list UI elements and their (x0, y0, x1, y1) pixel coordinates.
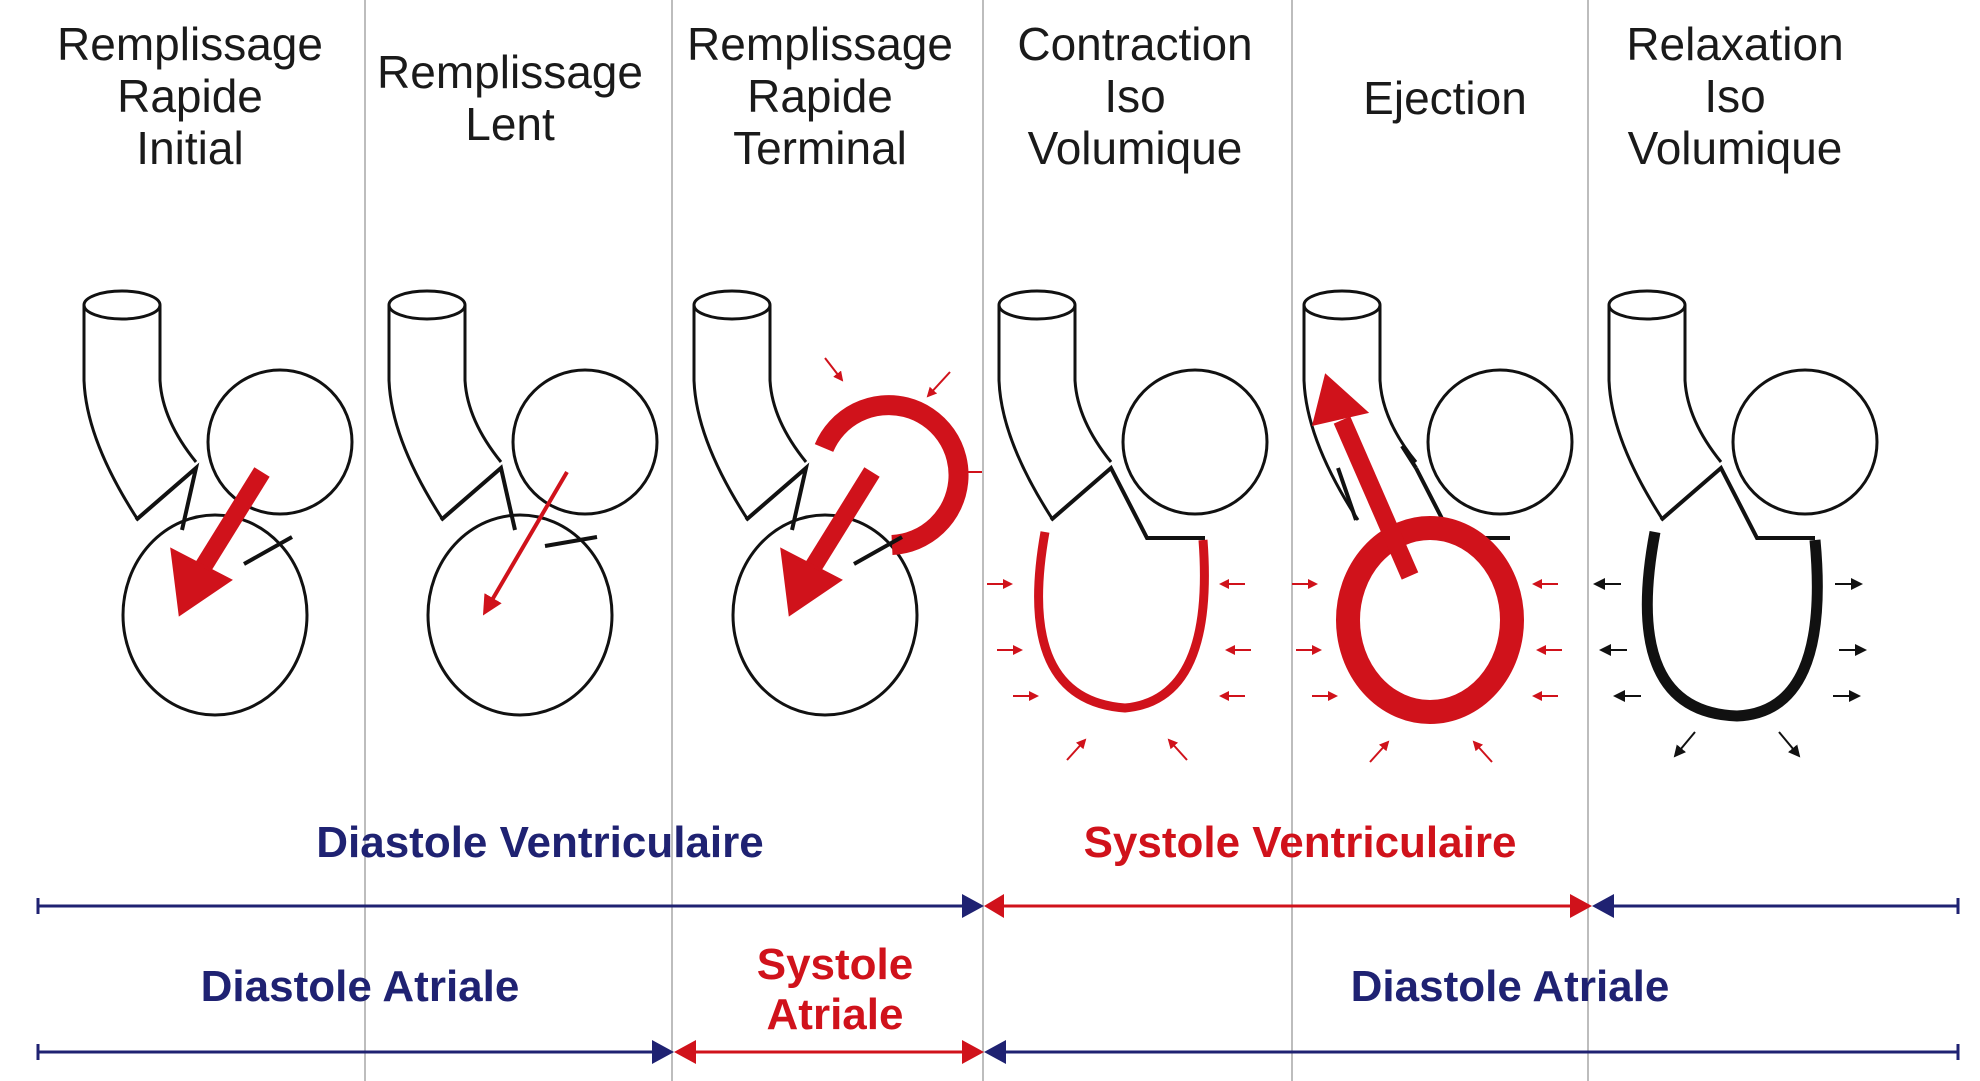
heart-diagram-4 (987, 289, 1269, 761)
heart-diagram-1 (82, 289, 354, 717)
atrium-contracted-wall (814, 395, 969, 555)
arrowhead-right (652, 1040, 674, 1064)
ejection-arrow-head (1311, 373, 1370, 427)
atrium-outline (1121, 368, 1269, 516)
flow-arrow (482, 470, 569, 616)
valve-leaflet-right (544, 535, 598, 548)
pressure-arrow (1472, 740, 1493, 763)
pressure-arrows (1292, 579, 1562, 763)
ventricle-outline (121, 513, 309, 717)
heart-diagram-6 (1593, 289, 1879, 758)
heart-diagram-2 (387, 289, 659, 717)
phase-title-remplissage-rapide-terminal: Remplissage Rapide Terminal (687, 18, 953, 174)
phase-title-contraction-iso-volumique: Contraction Iso Volumique (1017, 18, 1253, 174)
flow-arrow (192, 467, 270, 577)
aorta-outline (387, 305, 503, 521)
aorta-outline (1607, 305, 1723, 521)
pressure-arrow (824, 357, 844, 382)
arrowhead-left (984, 894, 1004, 918)
arrowhead-right (1570, 894, 1592, 918)
label-systole-ventriculaire: Systole Ventriculaire (1083, 818, 1517, 867)
aorta-outline (82, 305, 198, 521)
flow-arrow-head (780, 547, 843, 617)
valve-leaflet-left (439, 464, 517, 531)
vessel-opening (1302, 289, 1382, 321)
ventricle-relaxing-wall (1641, 530, 1823, 722)
atrium-outline (1731, 368, 1879, 516)
vessel-opening (1607, 289, 1687, 321)
valve-leaflet-right (243, 535, 293, 566)
aorta-outline (997, 305, 1113, 521)
aorta-outline (1302, 305, 1418, 521)
valve-leaflet-right (853, 535, 903, 566)
closed-valve (1659, 464, 1815, 540)
pressure-arrow (1167, 738, 1188, 761)
atrium-outline (1426, 368, 1574, 516)
open-aortic-valve (1336, 444, 1418, 521)
pressure-arrow (1369, 740, 1390, 763)
phase-title-remplissage-lent: Remplissage Lent (377, 46, 643, 150)
phase-title-remplissage-rapide-initial: Remplissage Rapide Initial (57, 18, 323, 174)
valve-leaflet-left (134, 462, 200, 531)
pressure-arrow (926, 371, 951, 398)
ejection-arrow (1333, 416, 1419, 580)
ventricle-outline (731, 513, 919, 717)
atrial-timeline (36, 1040, 1960, 1064)
phase-title-relaxation-iso-volumique: Relaxation Iso Volumique (1626, 18, 1844, 174)
phase-title-ejection: Ejection (1363, 72, 1527, 124)
ventricle-thick-wall (1336, 516, 1524, 724)
ventricular-timeline (36, 894, 1960, 918)
vessel-opening (997, 289, 1077, 321)
aorta-outline (692, 305, 808, 521)
vessel-opening (82, 289, 162, 321)
expansion-arrow (1673, 731, 1696, 758)
arrowhead-right (962, 1040, 984, 1064)
vessel-opening (692, 289, 772, 321)
expansion-arrow (1778, 731, 1801, 758)
atrium-outline (511, 368, 659, 516)
label-diastole-atriale-left: Diastole Atriale (200, 962, 520, 1011)
heart-diagram-3 (692, 289, 982, 717)
arrowhead-left (674, 1040, 696, 1064)
ventricle-outline (426, 513, 614, 717)
pressure-arrows (987, 579, 1251, 761)
expansion-arrows (1593, 578, 1867, 758)
label-systole-atriale: Systole Atriale (756, 940, 914, 1039)
arrowhead-left (984, 1040, 1006, 1064)
arrowhead-left (1592, 894, 1614, 918)
label-diastole-ventriculaire: Diastole Ventriculaire (316, 818, 764, 867)
flow-arrow-head (170, 547, 233, 617)
heart-diagram-5 (1292, 289, 1574, 763)
vessel-opening (387, 289, 467, 321)
atrium-outline (206, 368, 354, 516)
ventricle-contracting-wall (1034, 531, 1209, 713)
pressure-arrow (1066, 738, 1087, 761)
closed-valve (1049, 464, 1205, 540)
column-dividers (364, 0, 1589, 1081)
arrowhead-right (962, 894, 984, 918)
valve-leaflet-left (744, 462, 810, 531)
label-diastole-atriale-right: Diastole Atriale (1350, 962, 1670, 1011)
flow-arrow (802, 467, 880, 577)
